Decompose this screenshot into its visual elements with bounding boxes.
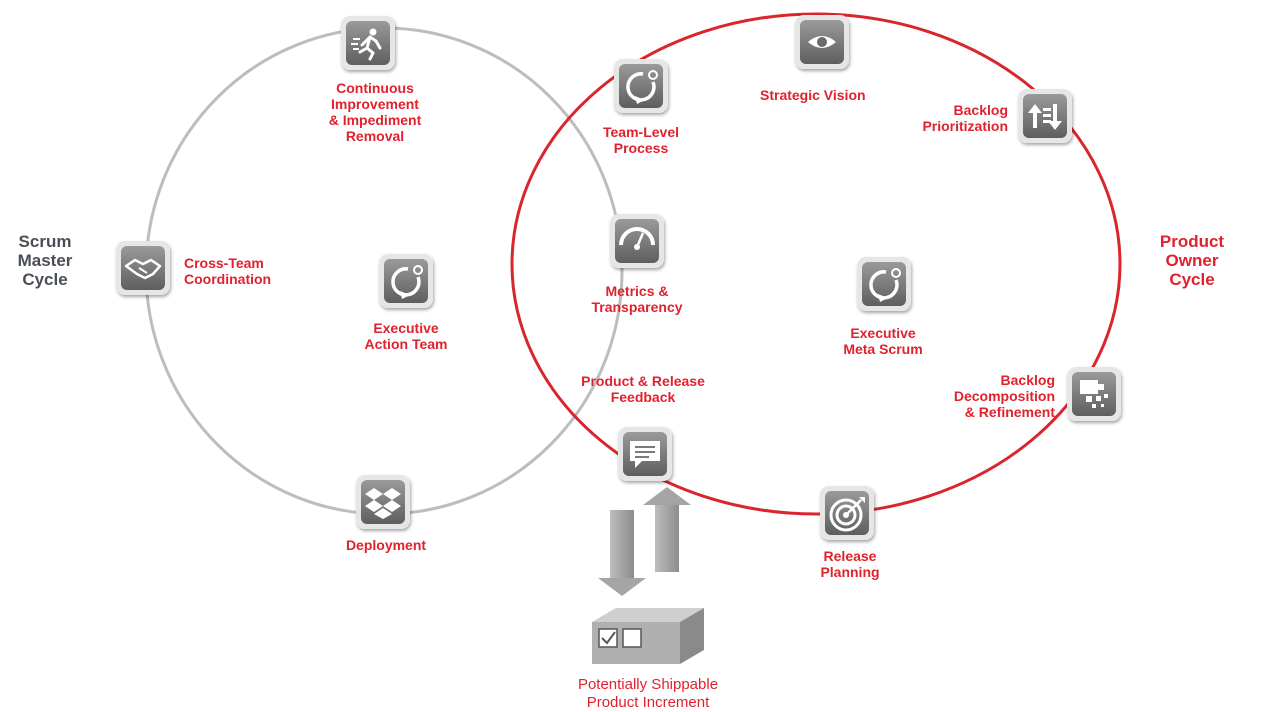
product-owner-cycle-ring xyxy=(510,12,1122,516)
target-icon xyxy=(820,486,874,540)
backlog-decomposition-label: Backlog Decomposition & Refinement xyxy=(953,372,1055,420)
cycle-arrow-icon xyxy=(614,59,668,113)
strategic-vision-label: Strategic Vision xyxy=(760,87,866,103)
metrics-transparency-label: Metrics & Transparency xyxy=(591,283,683,315)
down-arrow-icon xyxy=(598,510,646,596)
checkbox-crate-icon xyxy=(592,608,704,664)
cross-team-coordination-label: Cross-Team Coordination xyxy=(184,255,272,287)
cycle-arrow-icon xyxy=(857,257,911,311)
handshake-icon xyxy=(116,241,170,295)
executive-meta-scrum-label: Executive Meta Scrum xyxy=(843,325,923,357)
team-level-process-label: Team-Level Process xyxy=(603,124,679,156)
product-owner-cycle-label: Product Owner Cycle xyxy=(1159,232,1225,289)
release-planning-label: Release Planning xyxy=(820,548,880,580)
sort-arrows-icon xyxy=(1018,89,1072,143)
continuous-improvement-label: Continuous Improvement & Impediment Remo… xyxy=(328,80,422,144)
up-arrow-icon xyxy=(643,487,691,572)
pixel-break-icon xyxy=(1067,367,1121,421)
chat-bubble-icon xyxy=(618,427,672,481)
backlog-prioritization-label: Backlog Prioritization xyxy=(922,102,1008,134)
runner-icon xyxy=(341,16,395,70)
deployment-label: Deployment xyxy=(345,537,427,553)
product-increment-label: Potentially Shippable Product Increment xyxy=(577,676,719,711)
product-release-feedback-label: Product & Release Feedback xyxy=(581,373,705,405)
eye-icon xyxy=(795,15,849,69)
scrum-master-cycle-label: Scrum Master Cycle xyxy=(17,232,73,289)
cycle-arrow-icon xyxy=(379,254,433,308)
gauge-icon xyxy=(610,214,664,268)
dropbox-icon xyxy=(356,475,410,529)
executive-action-team-label: Executive Action Team xyxy=(364,320,448,352)
